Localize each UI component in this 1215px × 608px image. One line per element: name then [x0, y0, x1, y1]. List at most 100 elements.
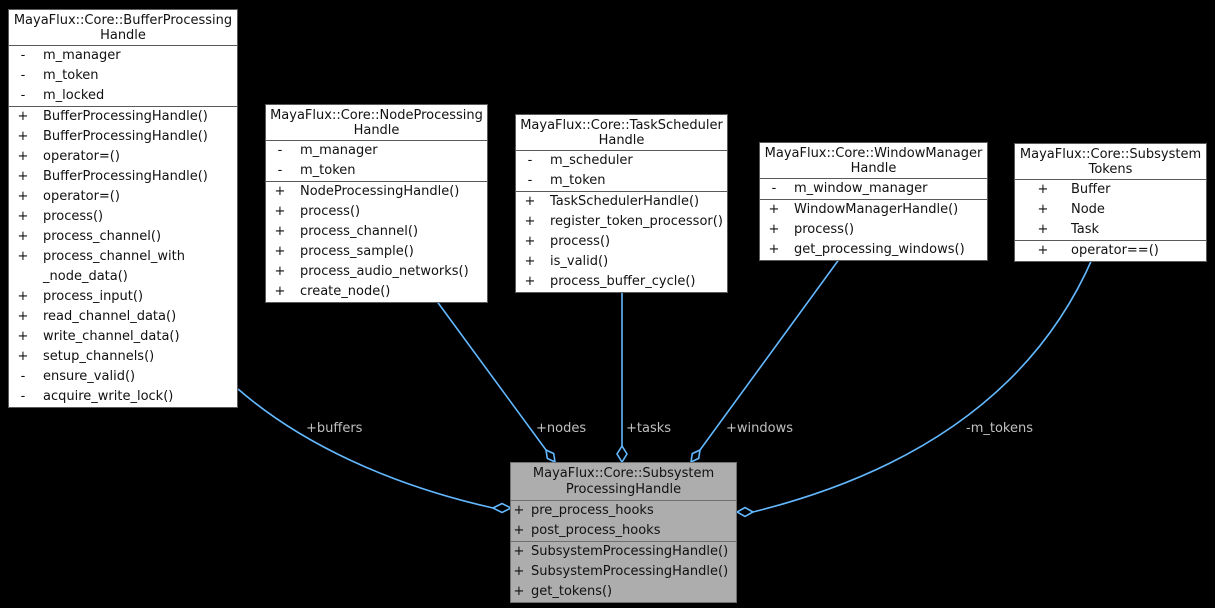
member-name: get_processing_windows(): [794, 242, 965, 257]
visibility-sign: +: [17, 189, 29, 204]
edge-line-nodes: [435, 299, 547, 451]
visibility-sign: +: [17, 309, 29, 324]
method-row: + WindowManagerHandle(): [760, 200, 987, 220]
edge-buffers: [237, 388, 513, 514]
attributes-section: - m_manager - m_token - m_locked: [9, 46, 237, 106]
class-node-window-manager-handle[interactable]: MayaFlux::Core::WindowManager Handle - m…: [759, 142, 988, 261]
attribute-row: - m_token: [9, 66, 237, 86]
member-name: process_input(): [43, 289, 144, 304]
class-node-subsystem-tokens[interactable]: MayaFlux::Core::Subsystem Tokens + Buffe…: [1014, 143, 1207, 262]
member-name: process(): [300, 204, 361, 219]
member-name: process_buffer_cycle(): [550, 274, 696, 289]
method-row: + TaskSchedulerHandle(): [516, 192, 727, 212]
member-name: SubsystemProcessingHandle(): [531, 564, 729, 579]
member-name: process_channel(): [43, 229, 162, 244]
class-title: MayaFlux::Core::BufferProcessing Handle: [9, 10, 237, 46]
member-name: m_token: [300, 163, 356, 178]
attribute-row: - m_token: [266, 161, 487, 181]
methods-section: + BufferProcessingHandle() + BufferProce…: [9, 106, 237, 407]
method-row: + create_node(): [266, 282, 487, 302]
method-row: + process_channel(): [9, 227, 237, 247]
attributes-section: - m_manager - m_token: [266, 141, 487, 181]
edge-line-windows: [699, 257, 841, 451]
visibility-sign: +: [17, 109, 29, 124]
method-row: + process_channel(): [266, 222, 487, 242]
member-name: process(): [43, 209, 104, 224]
member-name: operator=(): [43, 189, 120, 204]
member-name: Node: [1071, 202, 1105, 217]
member-name: BufferProcessingHandle(): [43, 169, 208, 184]
member-name: write_channel_data(): [43, 329, 180, 344]
member-name: register_token_processor(): [550, 214, 723, 229]
edge-line-buffers: [237, 388, 494, 509]
visibility-sign: -: [20, 48, 26, 63]
visibility-sign: -: [20, 68, 26, 83]
attribute-row: - m_scheduler: [516, 151, 727, 171]
class-node-node-processing-handle[interactable]: MayaFlux::Core::NodeProcessing Handle - …: [265, 104, 488, 303]
class-title: MayaFlux::Core::Subsystem Tokens: [1015, 144, 1206, 180]
visibility-sign: +: [513, 544, 525, 559]
method-row: + write_channel_data(): [9, 327, 237, 347]
member-name: WindowManagerHandle(): [794, 202, 959, 217]
visibility-sign: +: [274, 204, 286, 219]
visibility-sign: +: [17, 249, 29, 264]
visibility-sign: +: [513, 523, 525, 538]
aggregation-diamond-icon: [491, 502, 513, 514]
visibility-sign: +: [1037, 243, 1049, 258]
method-row: + process_sample(): [266, 242, 487, 262]
member-name: SubsystemProcessingHandle(): [531, 544, 729, 559]
visibility-sign: +: [17, 209, 29, 224]
visibility-sign: +: [17, 229, 29, 244]
visibility-sign: +: [17, 349, 29, 364]
member-name: process_sample(): [300, 244, 414, 259]
method-row: + setup_channels(): [9, 347, 237, 367]
member-name: get_tokens(): [531, 584, 613, 599]
visibility-sign: +: [17, 329, 29, 344]
method-row: + process(): [760, 220, 987, 240]
attribute-row: + Task: [1015, 220, 1206, 240]
edge-label-windows: +windows: [726, 421, 793, 436]
method-row: + read_channel_data(): [9, 307, 237, 327]
visibility-sign: +: [768, 202, 780, 217]
method-row: + operator=(): [9, 147, 237, 167]
visibility-sign: -: [527, 153, 533, 168]
member-name: operator=(): [43, 149, 120, 164]
member-name: Buffer: [1071, 182, 1111, 197]
aggregation-diamond-icon: [616, 444, 628, 464]
visibility-sign: -: [20, 369, 26, 384]
member-name: process_channel_with _node_data(): [43, 249, 185, 284]
aggregation-diamond-icon: [544, 448, 557, 464]
class-node-task-scheduler-handle[interactable]: MayaFlux::Core::TaskScheduler Handle - m…: [515, 114, 728, 293]
member-name: acquire_write_lock(): [43, 389, 174, 404]
edge-label-m-tokens: -m_tokens: [966, 421, 1033, 436]
visibility-sign: +: [768, 222, 780, 237]
member-name: process_audio_networks(): [300, 264, 469, 279]
attribute-row: + Buffer: [1015, 180, 1206, 200]
member-name: process(): [550, 234, 611, 249]
member-name: process(): [794, 222, 855, 237]
method-row: + is_valid(): [516, 252, 727, 272]
visibility-sign: -: [771, 181, 777, 196]
attribute-row: + pre_process_hooks: [511, 501, 736, 521]
method-row: + process_channel_with _node_data(): [9, 247, 237, 287]
method-row: - acquire_write_lock(): [9, 387, 237, 407]
visibility-sign: +: [17, 289, 29, 304]
visibility-sign: +: [1037, 202, 1049, 217]
attribute-row: - m_locked: [9, 86, 237, 106]
visibility-sign: -: [20, 389, 26, 404]
visibility-sign: +: [513, 503, 525, 518]
method-row: + process_audio_networks(): [266, 262, 487, 282]
class-node-buffer-processing-handle[interactable]: MayaFlux::Core::BufferProcessing Handle …: [8, 9, 238, 408]
class-title: MayaFlux::Core::Subsystem ProcessingHand…: [511, 463, 736, 501]
method-row: + operator=(): [9, 187, 237, 207]
visibility-sign: +: [513, 564, 525, 579]
member-name: is_valid(): [550, 254, 609, 269]
methods-section: + SubsystemProcessingHandle() + Subsyste…: [511, 541, 736, 602]
member-name: BufferProcessingHandle(): [43, 129, 208, 144]
method-row: + get_tokens(): [511, 582, 736, 602]
attribute-row: - m_manager: [266, 141, 487, 161]
visibility-sign: +: [768, 242, 780, 257]
visibility-sign: +: [274, 284, 286, 299]
visibility-sign: -: [527, 173, 533, 188]
